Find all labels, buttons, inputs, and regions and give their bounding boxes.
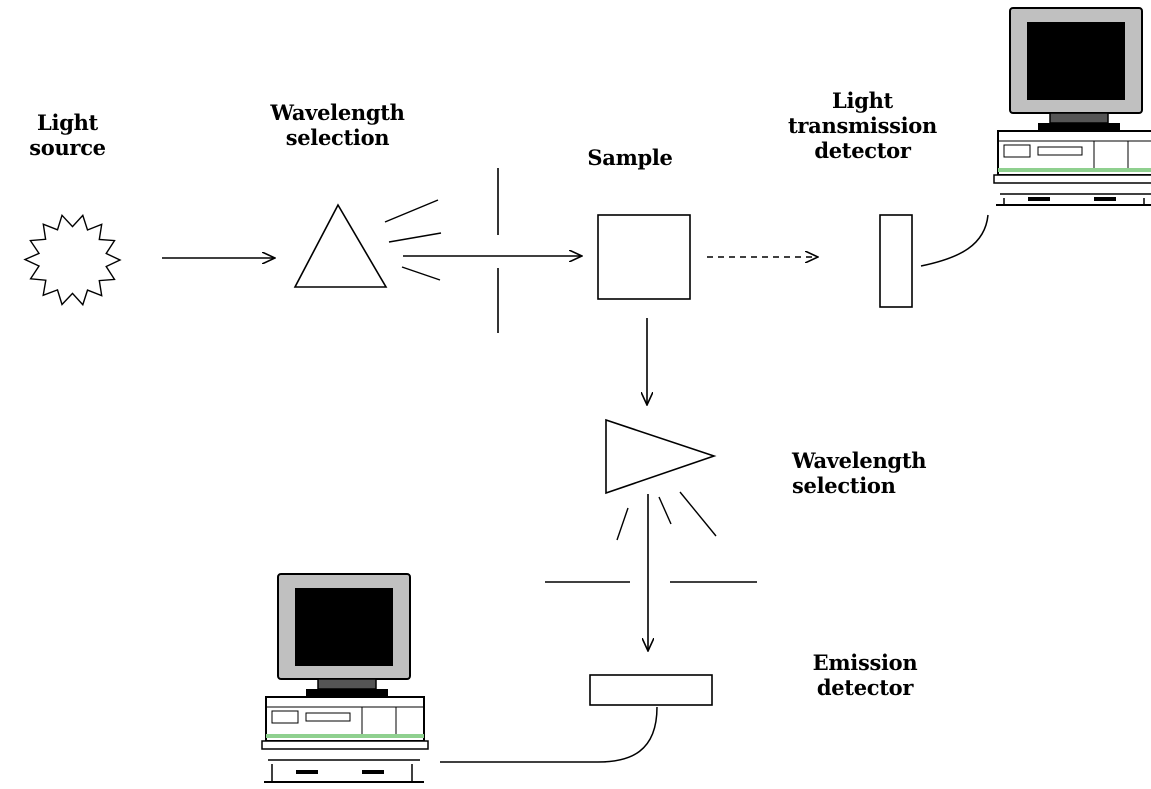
prism-icon-bottom [605, 418, 717, 495]
dispersed-rays-top [384, 199, 442, 281]
label-wavelength-selection-bottom: Wavelength selection [792, 448, 927, 498]
label-light-source: Light source [29, 110, 106, 160]
transmission-detector [879, 214, 913, 308]
computer-icon [993, 7, 1151, 206]
emission-detector [589, 674, 713, 706]
label-wavelength-selection-top: Wavelength selection [270, 100, 405, 150]
sample-box [597, 214, 691, 300]
prism-icon [293, 203, 388, 288]
light-source-starburst-icon [23, 213, 122, 307]
label-light-transmission-detector: Light transmission detector [788, 88, 937, 163]
label-emission-detector: Emission detector [812, 650, 918, 700]
cable-transmission-detector [920, 214, 989, 267]
dispersed-rays-bottom [616, 491, 717, 541]
computer-icon-bottom [261, 573, 429, 783]
cable-emission-detector [440, 706, 658, 763]
label-sample: Sample [587, 145, 673, 170]
